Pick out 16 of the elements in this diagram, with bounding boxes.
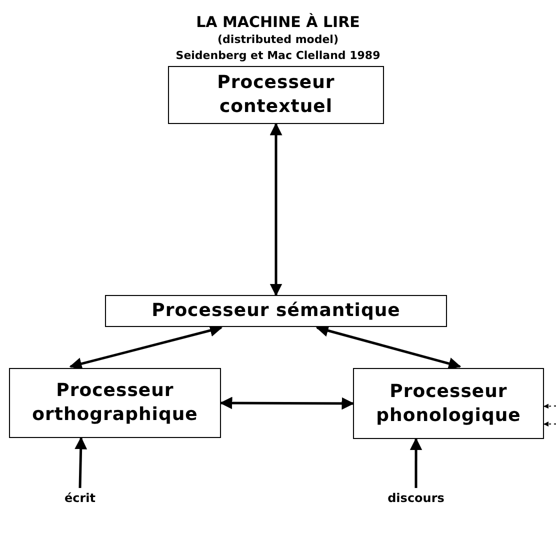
arrow xyxy=(544,422,556,427)
arrow xyxy=(316,324,462,370)
input-label: écrit xyxy=(50,488,110,508)
subtitle: (distributed model) xyxy=(218,32,338,48)
arrow xyxy=(74,436,88,488)
process-box: Processeur contextuel xyxy=(168,66,384,124)
arrow xyxy=(220,396,354,410)
input-label: discours xyxy=(376,488,456,508)
arrow xyxy=(410,438,422,488)
process-box: Processeur phonologique xyxy=(353,368,544,439)
process-box: Processeur sémantique xyxy=(105,295,447,327)
process-box: Processeur orthographique xyxy=(9,368,221,438)
arrow xyxy=(270,122,282,296)
title: LA MACHINE À LIRE xyxy=(196,12,360,32)
citation: Seidenberg et Mac Clelland 1989 xyxy=(176,48,380,64)
arrow xyxy=(544,404,556,409)
